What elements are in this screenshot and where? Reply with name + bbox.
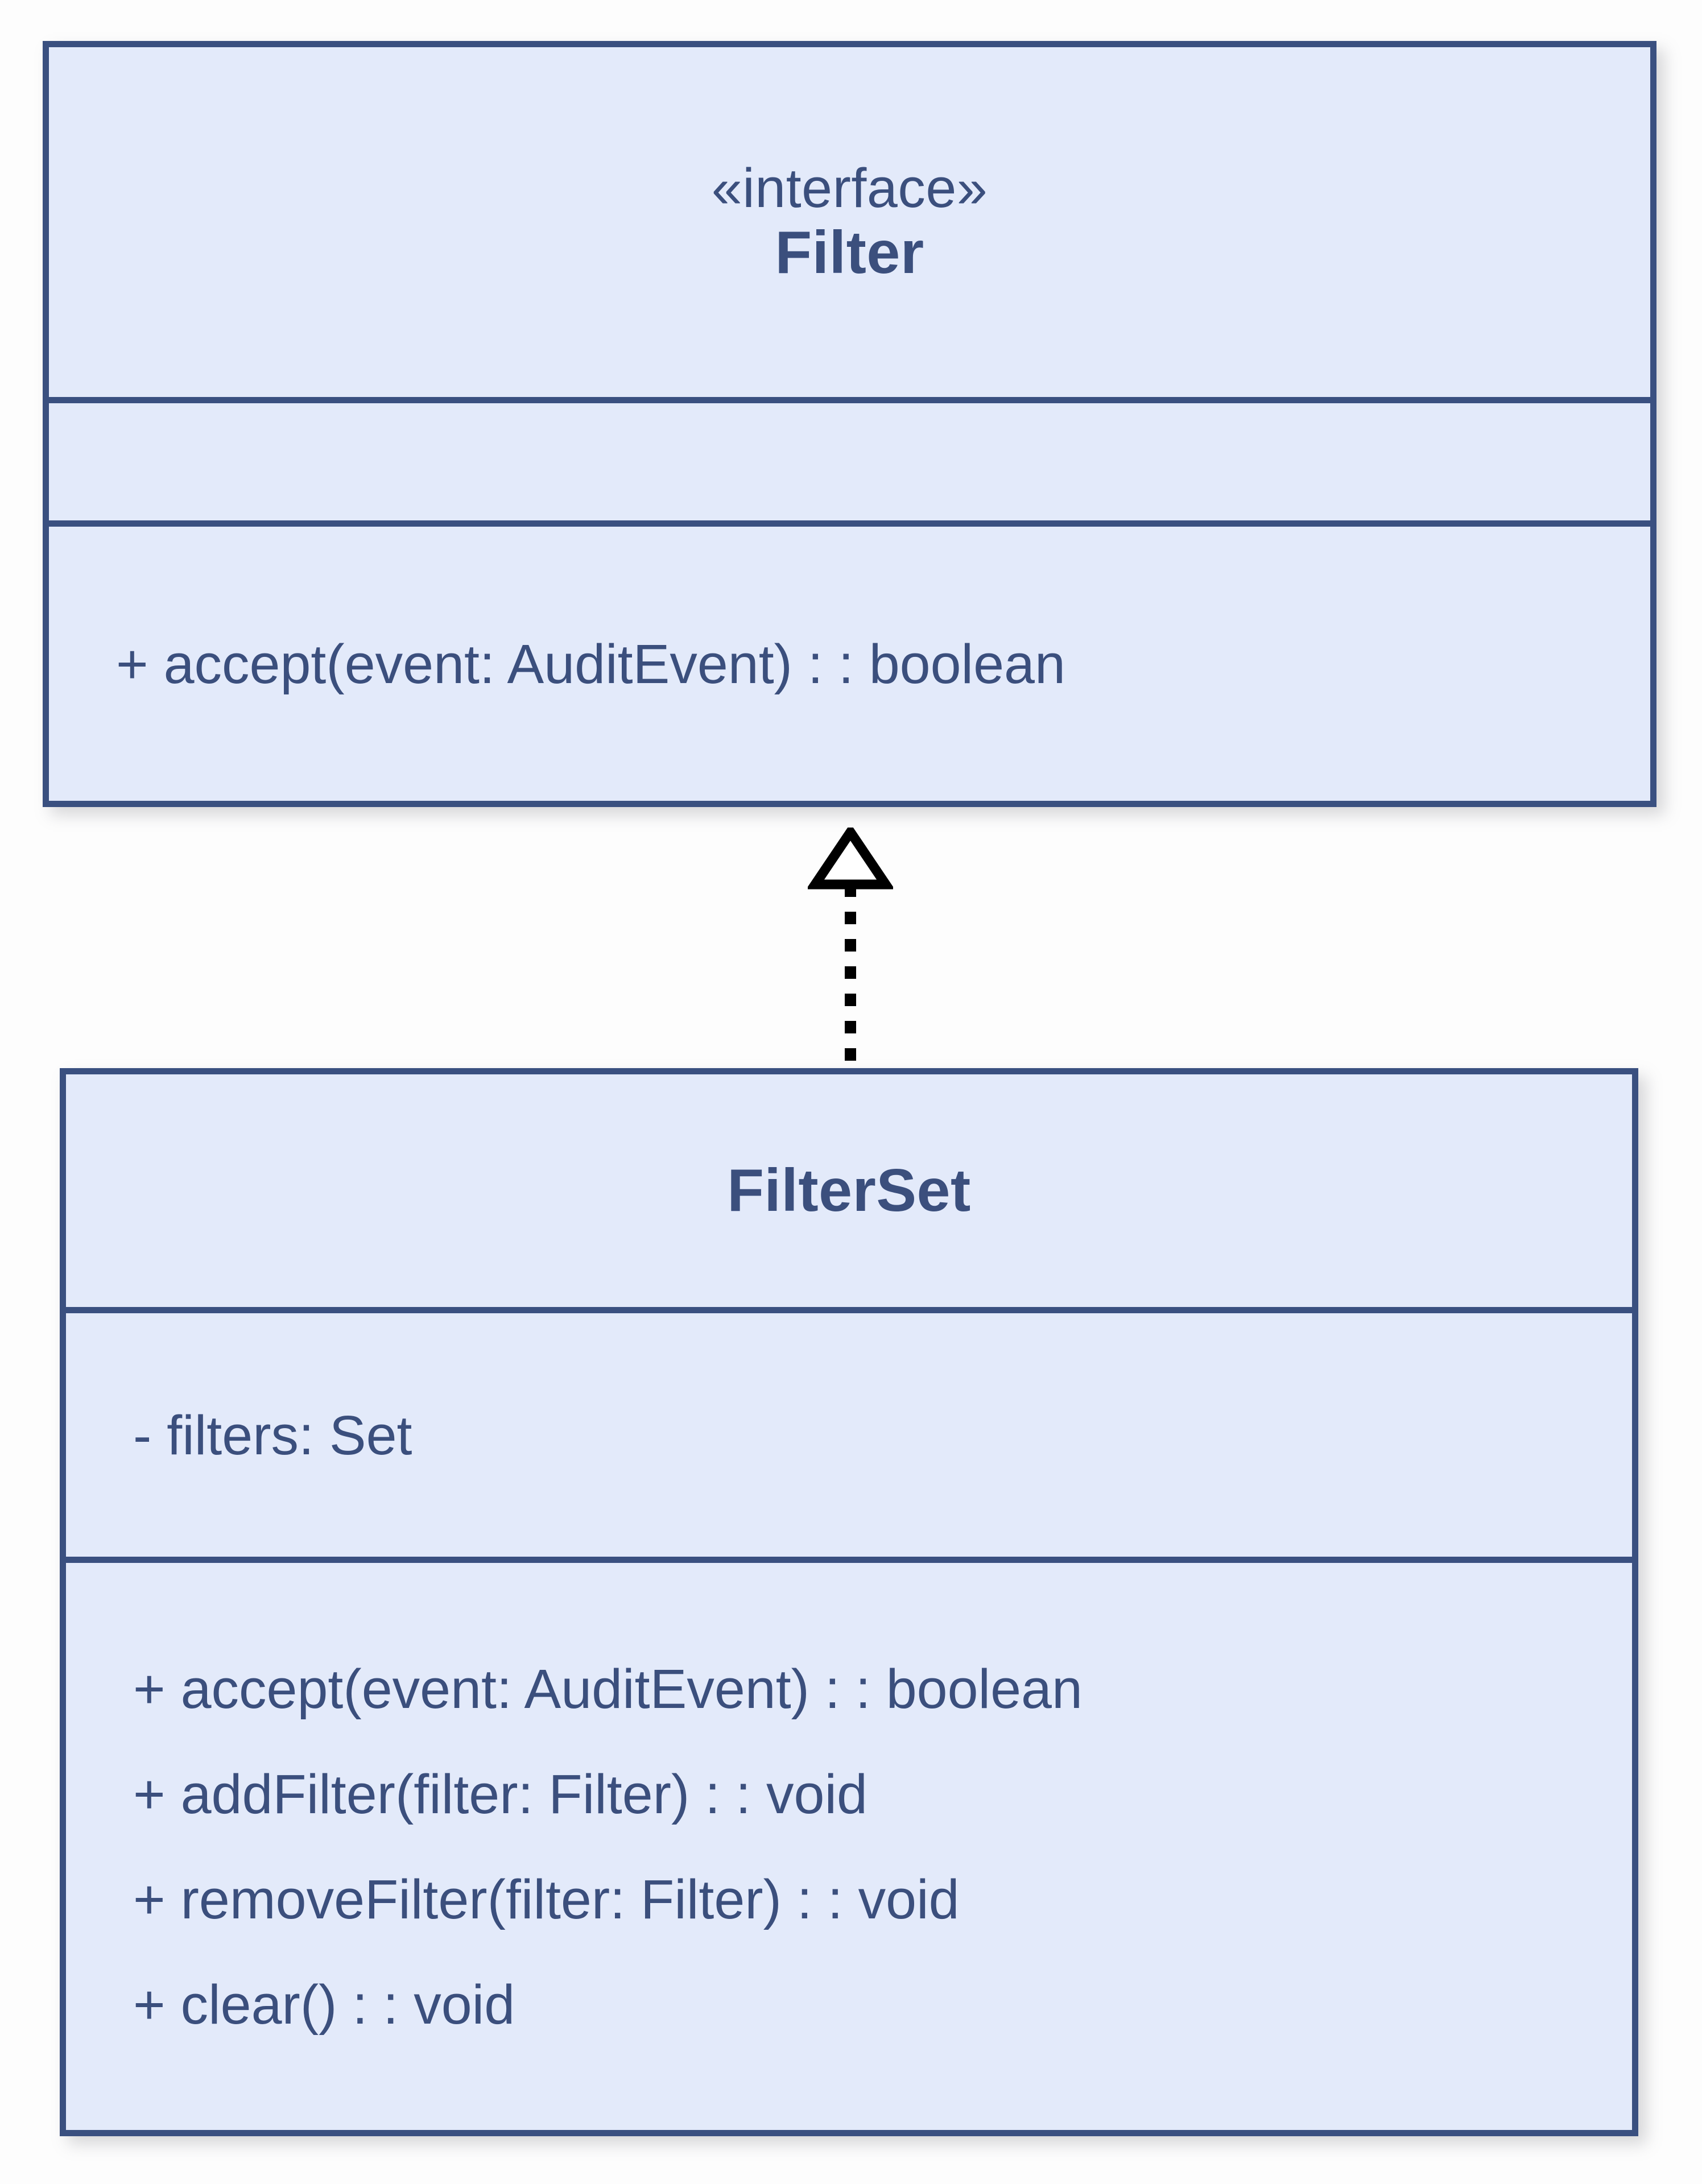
uml-class-filter[interactable]: «interface» Filter + accept(event: Audit… (43, 41, 1656, 807)
class-stereotype: «interface» (711, 156, 988, 219)
class-title: FilterSet (727, 1157, 971, 1225)
method-row: + accept(event: AuditEvent) : : boolean (116, 632, 1065, 695)
class-title: Filter (775, 219, 924, 287)
method-row: + addFilter(filter: Filter) : : void (133, 1763, 867, 1825)
class-methods-filterset: + accept(event: AuditEvent) : : boolean … (66, 1557, 1632, 2130)
class-methods-filter: + accept(event: AuditEvent) : : boolean (49, 520, 1650, 801)
realization-arrow-icon (806, 823, 895, 1070)
method-row: + accept(event: AuditEvent) : : boolean (133, 1657, 1083, 1720)
method-list: + accept(event: AuditEvent) : : boolean … (133, 1661, 1598, 2032)
class-attributes-filterset: - filters: Set (66, 1307, 1632, 1557)
hollow-triangle-arrowhead (806, 823, 895, 890)
class-header-filterset: FilterSet (66, 1074, 1632, 1307)
method-row: + removeFilter(filter: Filter) : : void (133, 1868, 960, 1930)
class-header-filter: «interface» Filter (49, 47, 1650, 397)
attribute-row: - filters: Set (133, 1404, 412, 1466)
class-attributes-filter (49, 397, 1650, 520)
uml-class-filterset[interactable]: FilterSet - filters: Set + accept(event:… (60, 1068, 1638, 2136)
method-row: + clear() : : void (133, 1973, 515, 2036)
realization-connector-filterset-to-filter (806, 823, 895, 1072)
